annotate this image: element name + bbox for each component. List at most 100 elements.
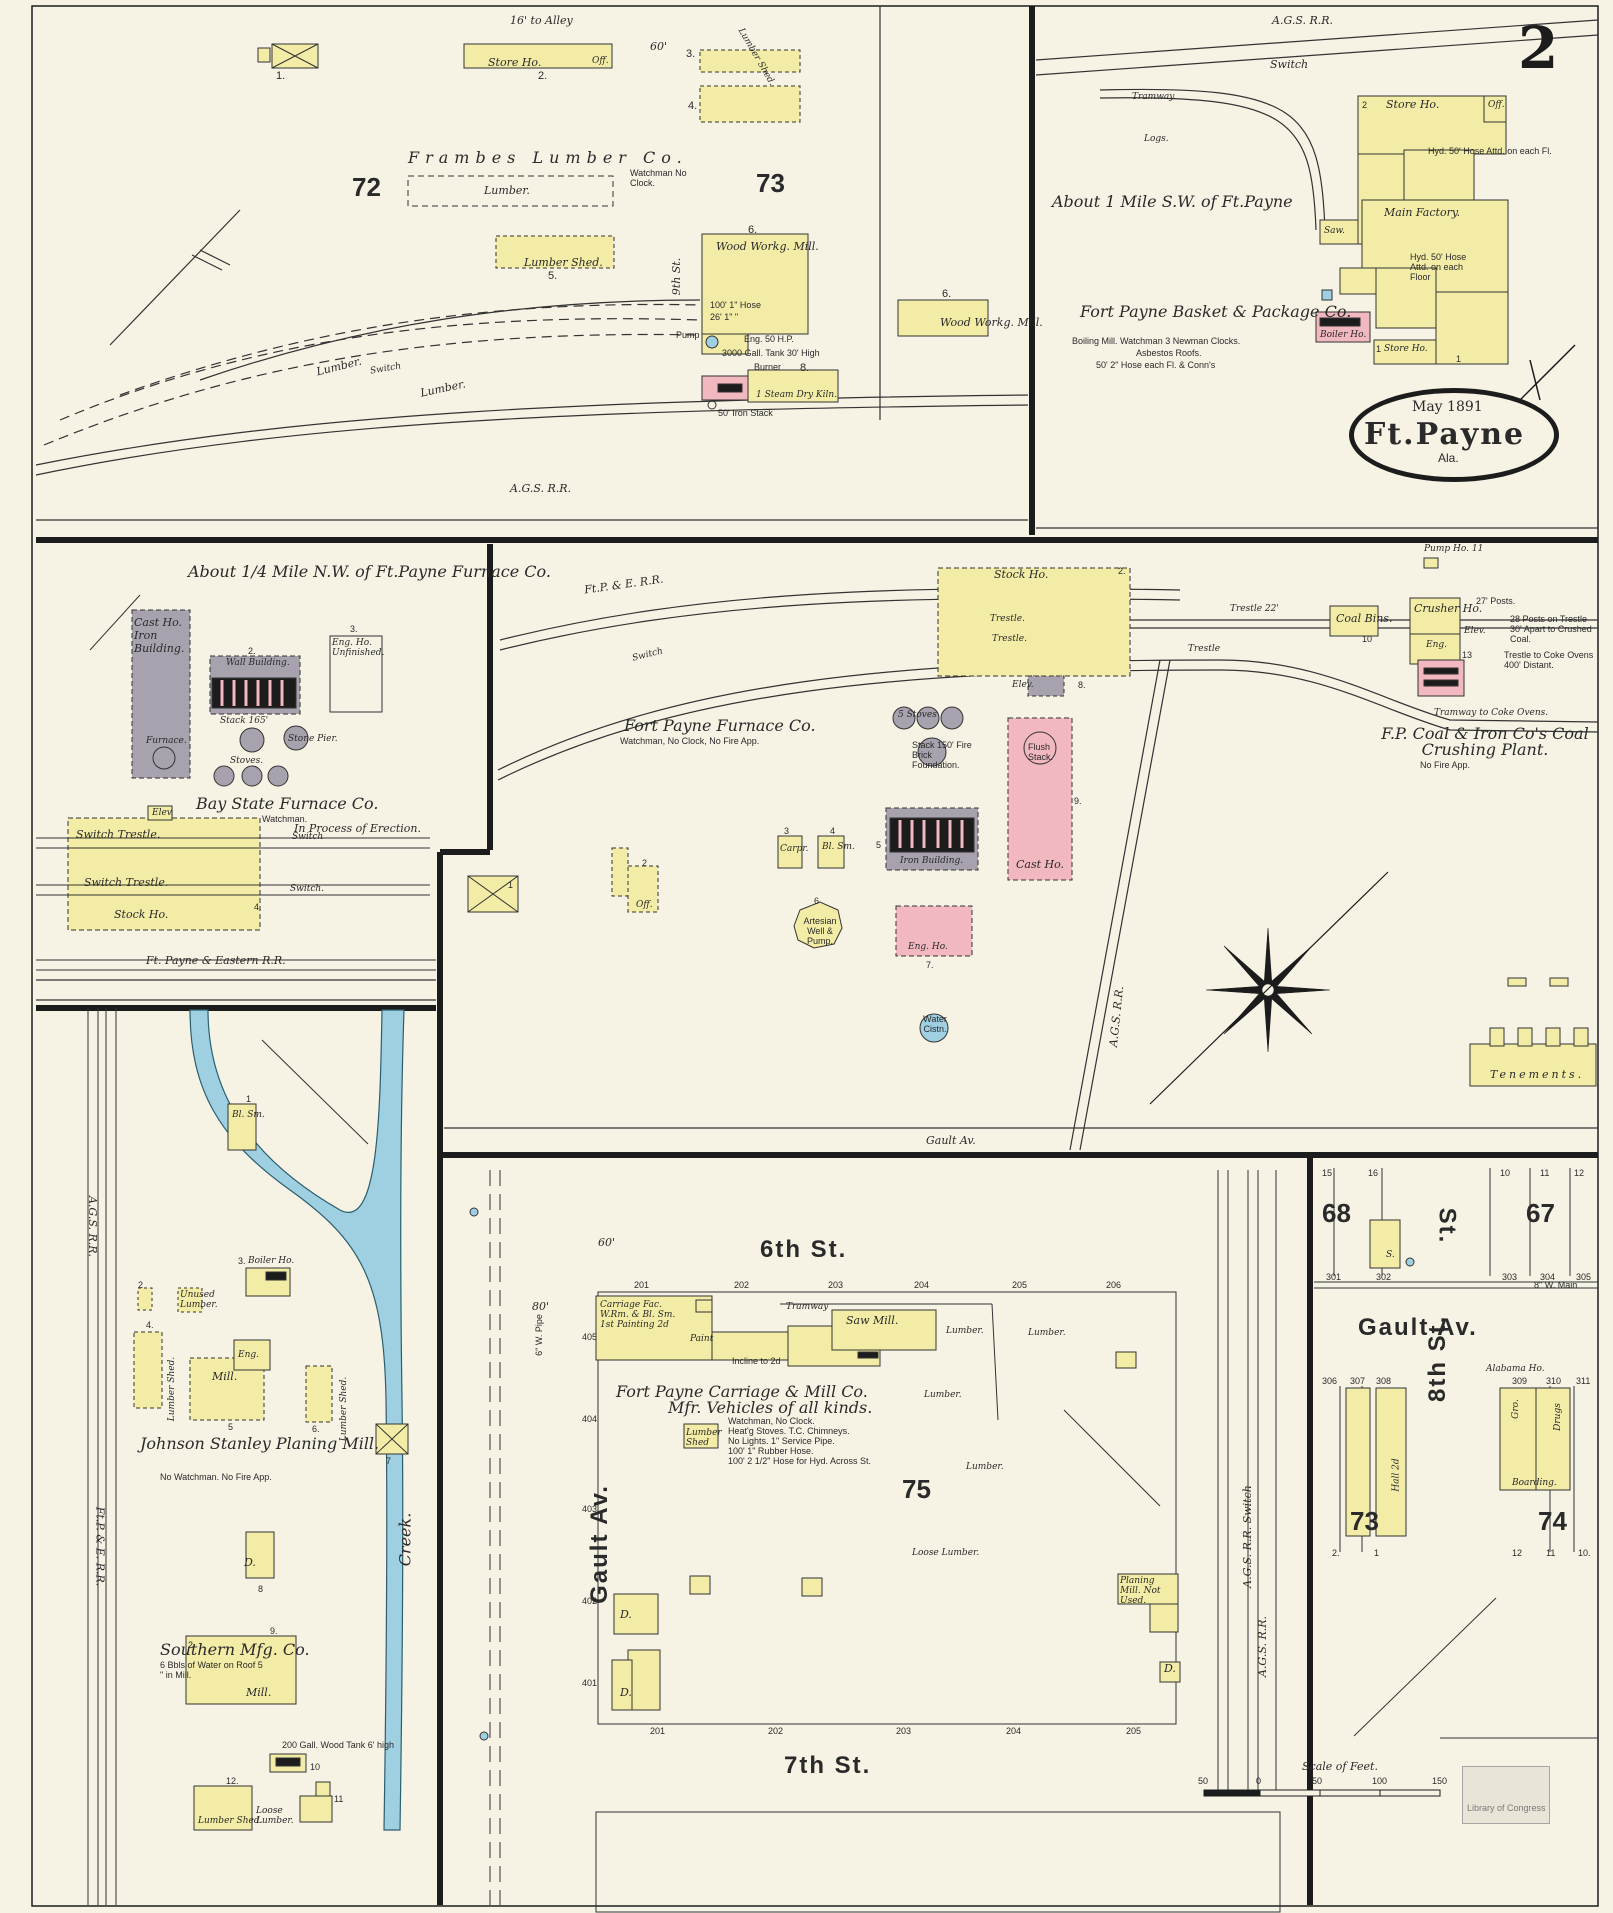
- sheet-border: [31, 5, 1599, 1907]
- company-name: Bay State Furnace Co.: [196, 794, 379, 813]
- switch-label: Switch.: [290, 884, 325, 894]
- building-no: 2.: [248, 646, 256, 656]
- water-pipe-label: 6" W. Pipe: [533, 1314, 544, 1356]
- lot-number: 302: [1376, 1272, 1392, 1282]
- building-no: 2.: [1118, 566, 1126, 576]
- building-no: 6: [814, 896, 820, 906]
- building-label: Eng. Ho. Unfinished.: [332, 638, 385, 658]
- office-label: Off.: [1488, 100, 1505, 110]
- building-label: Paint: [690, 1334, 714, 1344]
- building-label: Elev.: [1012, 680, 1034, 690]
- building-label: D.: [1164, 1662, 1176, 1675]
- building-label: Planing Mill. Not Used.: [1120, 1576, 1161, 1606]
- street-label: 9th St.: [670, 257, 684, 296]
- company-name: Fort Payne Basket & Package Co.: [1080, 302, 1352, 321]
- switch-label: Switch: [1270, 58, 1309, 71]
- tramway-label: Tramway to Coke Ovens.: [1434, 708, 1549, 718]
- building-label: Cast Ho.: [1016, 858, 1065, 871]
- stack-label: Flush Stack.: [1028, 742, 1054, 762]
- building-label: Loose Lumber.: [256, 1806, 294, 1826]
- building-no: 2: [138, 1280, 144, 1290]
- compass-rose: [1149, 871, 1389, 1105]
- building-label: Lumber Shed.: [167, 1356, 178, 1422]
- mill-note: 3000 Gall. Tank 30' High: [722, 348, 820, 358]
- lot-number: 203: [828, 1280, 844, 1290]
- building-no: 6.: [312, 1424, 320, 1434]
- stoves-label: 5 Stoves: [898, 710, 937, 720]
- street-name: 7th St.: [784, 1752, 872, 1779]
- rr-label: A.G.S. R.R.: [510, 482, 572, 495]
- lot-number: 403: [582, 1504, 598, 1514]
- lot-number: 301: [1326, 1272, 1342, 1282]
- building-no: 4: [830, 826, 836, 836]
- stack-label: Stack 165': [220, 716, 269, 726]
- rr-label: Ft.P. & E. R.R.: [93, 1506, 107, 1587]
- company-note: 100' 1" Rubber Hose.: [728, 1446, 814, 1456]
- building-label: Coal Bins.: [1336, 612, 1393, 625]
- building-no: 12.: [226, 1776, 239, 1786]
- lot-number: 12: [1574, 1168, 1585, 1178]
- company-note: 6 Bbls of Water on Roof 5 " in Mill.: [160, 1660, 263, 1680]
- building-label: D.: [620, 1686, 632, 1699]
- building-label: Saw.: [1324, 226, 1346, 236]
- building-label: Eng.: [238, 1350, 259, 1360]
- building-label: Store Ho.: [1386, 98, 1440, 111]
- building-no: 7.: [926, 960, 934, 970]
- street-name: 8th St.: [1424, 1314, 1451, 1402]
- ml-buildings: [67, 609, 383, 931]
- company-name: Fort Payne Furnace Co.: [624, 716, 816, 735]
- building-label: Main Factory.: [1384, 206, 1461, 219]
- bc-buildings: [469, 1207, 1181, 1741]
- building-label: Lumber Shed.: [198, 1816, 263, 1826]
- lot-number: 202: [768, 1726, 784, 1736]
- lot-number: 310: [1546, 1376, 1562, 1386]
- company-note: Boiling Mill. Watchman 3 Newman Clocks.: [1072, 336, 1241, 346]
- mill-note: 26' 1" ": [710, 312, 739, 322]
- building-no: 10: [1362, 634, 1373, 644]
- building-label: Eng.: [1426, 640, 1447, 650]
- trestle-label: Trestle 22': [1230, 604, 1279, 614]
- lumber-label: Loose Lumber.: [912, 1548, 980, 1558]
- building-label: Incline to 2d: [732, 1356, 781, 1366]
- building-label: Bl. Sm.: [822, 842, 855, 852]
- mill-note: 50' Iron Stack: [718, 408, 773, 418]
- lot-number: 201: [650, 1726, 666, 1736]
- building-no: 6.: [942, 288, 952, 300]
- lot-number: 304: [1540, 1272, 1556, 1282]
- bl-buildings: [133, 1103, 409, 1831]
- lumber-label: Lumber.: [966, 1462, 1004, 1472]
- company-note: Watchman, No Clock.: [728, 1416, 815, 1426]
- lumber-label: Lumber.: [946, 1326, 984, 1336]
- lot-number: 201: [634, 1280, 650, 1290]
- lot-number: 203: [896, 1726, 912, 1736]
- building-label: S.: [1386, 1250, 1395, 1260]
- building-label: Elev.: [1464, 626, 1486, 636]
- company-note: Asbestos Roofs.: [1136, 348, 1202, 358]
- building-label: Boarding.: [1512, 1478, 1557, 1488]
- building-no: 4.: [254, 902, 262, 912]
- building-label: Drugs: [1552, 1403, 1563, 1431]
- building-label: Saw Mill.: [846, 1314, 899, 1327]
- building-no: 1: [246, 1094, 252, 1104]
- building-label: Artesian Well & Pump.: [803, 916, 837, 946]
- location-note: About 1 Mile S.W. of Ft.Payne: [1052, 192, 1293, 211]
- building-no: 10: [310, 1762, 321, 1772]
- company-note: 100' 2 1/2" Hose for Hyd. Across St.: [728, 1456, 871, 1466]
- lot-number: 401: [582, 1678, 598, 1688]
- building-label: D.: [620, 1608, 632, 1621]
- pump-label: Pump Ho. 11: [1424, 544, 1484, 554]
- title-cartouche: May 1891 Ft.Payne Ala.: [1349, 388, 1559, 482]
- mill-note: Eng. 50 H.P.: [744, 334, 794, 344]
- building-label: Cast Ho. Iron Building.: [134, 616, 185, 655]
- lot-number: 11: [1546, 1548, 1556, 1558]
- company-note: 50' 2" Hose each Fl. & Conn's: [1096, 360, 1216, 370]
- lot-number: 10: [1500, 1168, 1511, 1178]
- tl-buildings: [257, 43, 989, 410]
- fire-note: No Fire App.: [1420, 760, 1471, 770]
- lot-number: 303: [1502, 1272, 1518, 1282]
- company-note: No Lights. 1" Service Pipe.: [728, 1436, 835, 1446]
- location-note: About 1/4 Mile N.W. of Ft.Payne Furnace …: [188, 562, 551, 581]
- building-label: Alabama Ho.: [1486, 1364, 1545, 1374]
